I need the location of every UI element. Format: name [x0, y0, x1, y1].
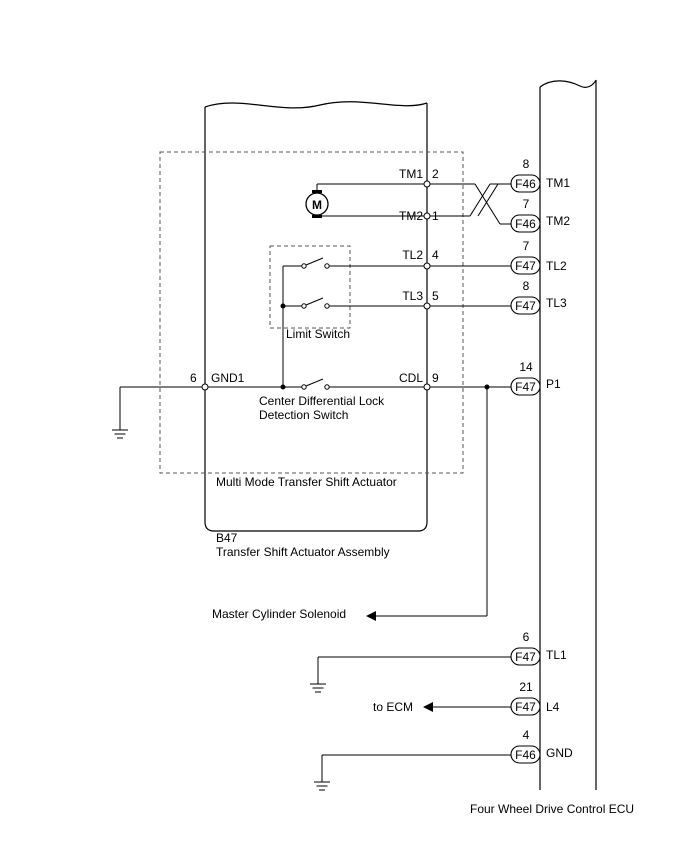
ecu-terminal-name: TM1 — [546, 176, 570, 190]
connector-tag-2 — [510, 214, 541, 233]
actuator-pin-number: 5 — [432, 289, 439, 303]
actuator-pin-number: 4 — [432, 248, 439, 262]
pin-tl3 — [423, 302, 431, 310]
cdl-switch-label-line2: Detection Switch — [259, 408, 348, 422]
to-ecm-label: to ECM — [373, 700, 413, 714]
cdl-switch — [119, 378, 427, 430]
actuator-pin-name: TL2 — [402, 248, 423, 262]
ecu-terminal-name: TM2 — [546, 214, 570, 228]
connector-tag-6 — [510, 647, 541, 666]
ecu-terminal-name: TL3 — [546, 296, 567, 310]
ecu-body — [539, 79, 597, 790]
ecu-pin-number: 6 — [523, 630, 530, 644]
pin-cdl — [423, 383, 431, 391]
ground-symbol-gnd1 — [112, 429, 128, 439]
ecu-terminal-name: P1 — [546, 377, 561, 391]
actuator-pin-name: TM1 — [399, 167, 423, 181]
ecu-pin-number: 8 — [523, 279, 530, 293]
multi-mode-actuator-box — [159, 151, 464, 474]
limit-switch-box — [269, 245, 351, 329]
ecu-pin-number: 7 — [523, 239, 530, 253]
motor-symbol: M — [305, 183, 427, 218]
ecu-terminal-name: L4 — [546, 700, 560, 714]
ecu-name-label: Four Wheel Drive Control ECU — [470, 802, 634, 816]
connector-tag-1 — [510, 174, 541, 193]
actuator-assembly-body — [204, 101, 428, 532]
connector-code: F46 — [515, 217, 536, 231]
gnd1-pin-number: 6 — [190, 371, 197, 385]
limit-switch-contacts — [280, 257, 427, 386]
pin-tm2 — [423, 212, 431, 220]
connector-code: F47 — [515, 650, 536, 664]
ground-symbol-gnd — [314, 781, 330, 791]
connector-code: F46 — [515, 748, 536, 762]
motor-label: M — [312, 198, 322, 212]
ecu-pin-number: 8 — [523, 157, 530, 171]
connector-code: F47 — [515, 259, 536, 273]
ground-symbol-tl1 — [310, 683, 326, 693]
connector-tag-7 — [510, 697, 541, 716]
ecu-terminal-name: TL2 — [546, 259, 567, 273]
wires — [317, 183, 512, 782]
gnd1-pin-name: GND1 — [211, 371, 245, 385]
connector-tag-3 — [510, 256, 541, 275]
pin-tl2 — [423, 262, 431, 270]
connector-tag-4 — [510, 296, 541, 315]
actuator-pin-name: CDL — [399, 371, 423, 385]
ecu-pin-number: 4 — [523, 728, 530, 742]
cdl-switch-label-line1: Center Differential Lock — [259, 394, 385, 408]
assembly-name: Transfer Shift Actuator Assembly — [216, 545, 390, 559]
multi-mode-actuator-label: Multi Mode Transfer Shift Actuator — [216, 475, 397, 489]
connector-code: F47 — [515, 299, 536, 313]
ecu-pin-number: 21 — [519, 680, 533, 694]
connector-code: F47 — [515, 380, 536, 394]
pin-gnd1 — [201, 383, 209, 391]
ecu-terminal-name: TL1 — [546, 648, 567, 662]
actuator-pin-name: TL3 — [402, 289, 423, 303]
ecu-pin-number: 14 — [519, 360, 533, 374]
assembly-code: B47 — [216, 531, 238, 545]
actuator-pin-number: 9 — [432, 371, 439, 385]
actuator-pin-number: 1 — [432, 209, 439, 223]
pin-tm1 — [423, 180, 431, 188]
master-cylinder-label: Master Cylinder Solenoid — [212, 607, 346, 621]
connector-code: F46 — [515, 177, 536, 191]
actuator-pin-number: 2 — [432, 167, 439, 181]
connector-code: F47 — [515, 700, 536, 714]
limit-switch-label: Limit Switch — [286, 327, 350, 341]
connector-tag-8 — [510, 745, 541, 764]
actuator-pin-name: TM2 — [399, 209, 423, 223]
connector-tag-5 — [510, 377, 541, 396]
ecu-terminal-name: GND — [546, 746, 573, 760]
ecu-pin-number: 7 — [523, 197, 530, 211]
